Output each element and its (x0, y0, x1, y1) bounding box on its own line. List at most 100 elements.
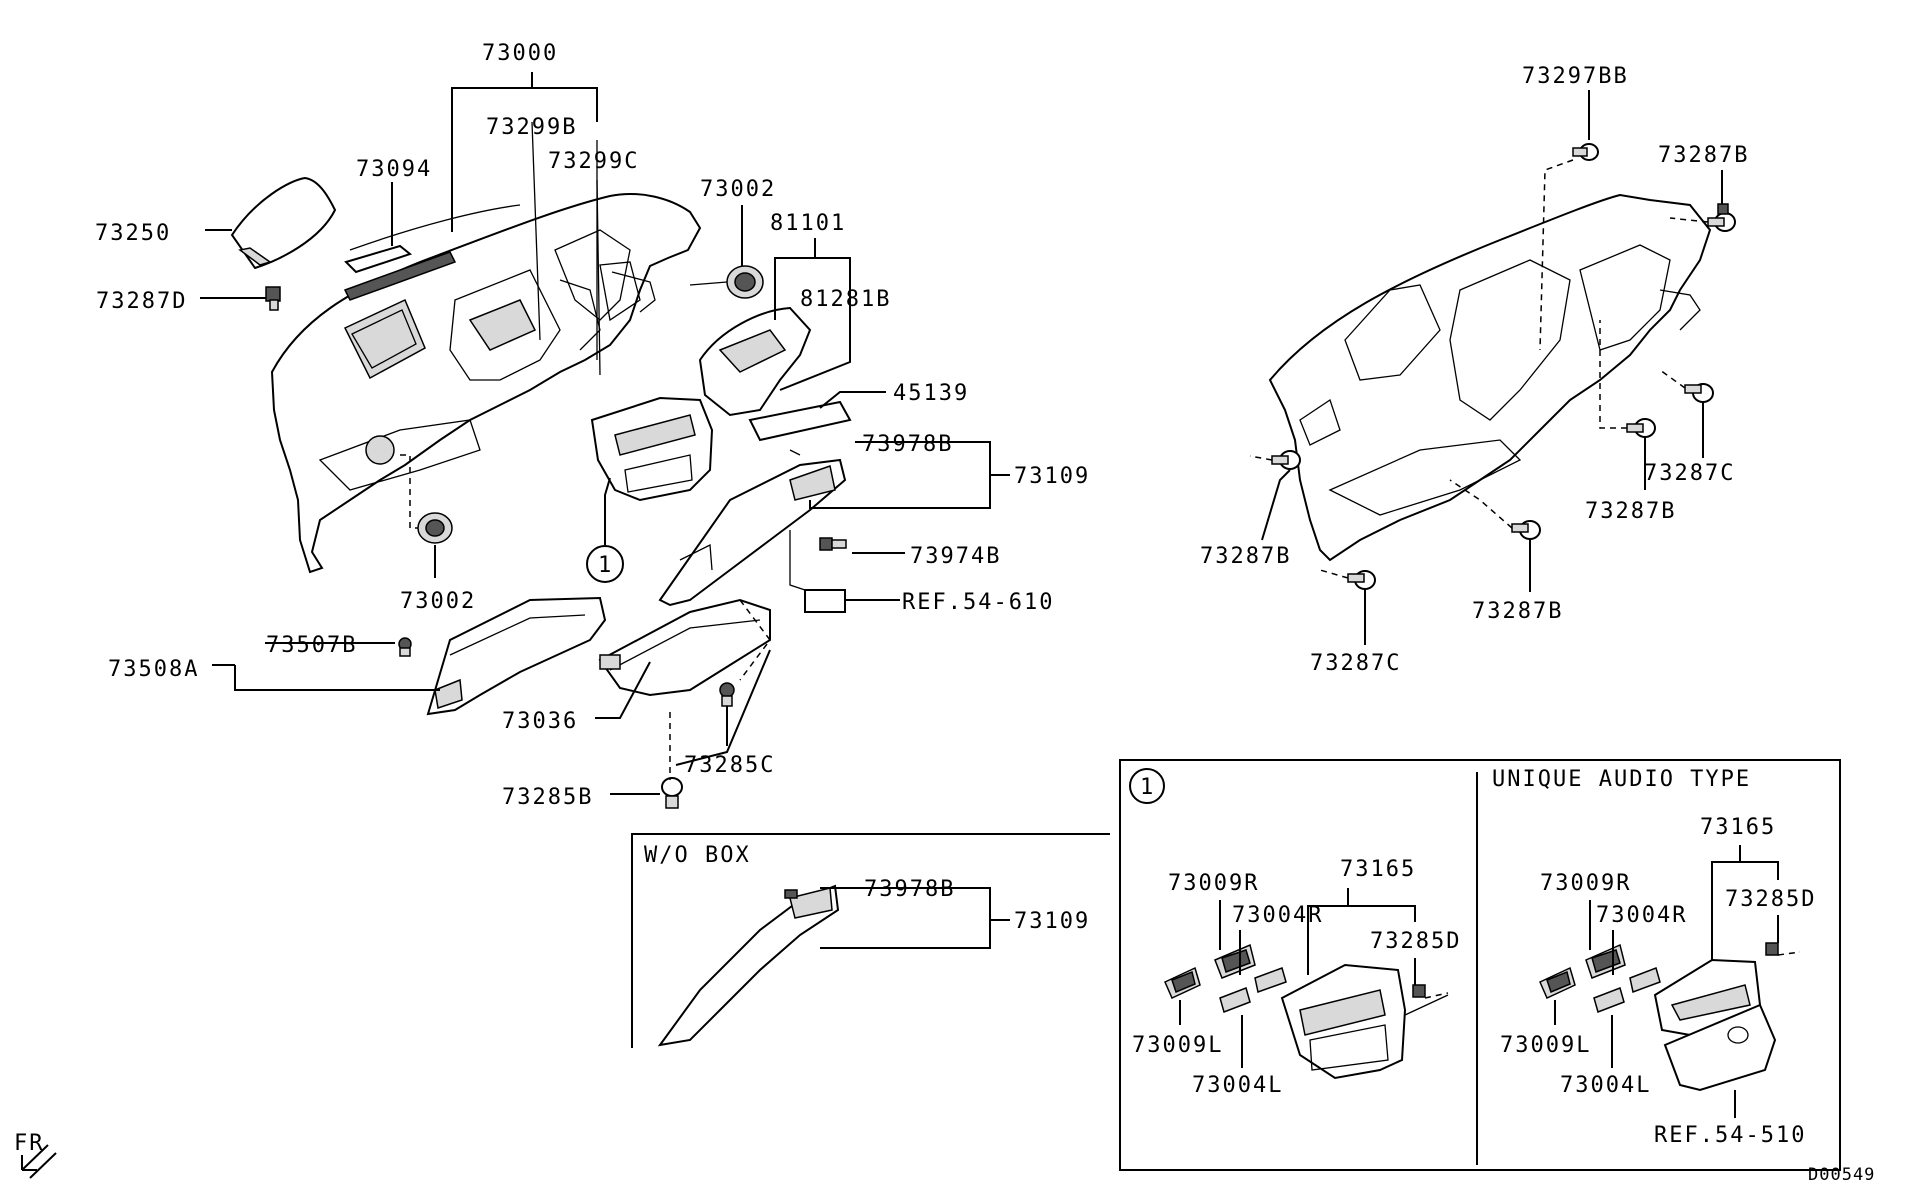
audio-unit-ref-54-510 (1663, 1003, 1777, 1092)
vent-73004R-b (1629, 967, 1661, 994)
label-73002-upper: 73002 (700, 177, 776, 202)
bolt-73297BB (1572, 143, 1599, 161)
callout-1-circle[interactable] (586, 545, 624, 583)
label-73287D: 73287D (96, 289, 187, 314)
part-73507B[interactable] (398, 637, 412, 657)
label-73000: 73000 (482, 41, 558, 66)
callout-1-label: 1 (598, 553, 613, 578)
label-73974B: 73974B (910, 544, 1001, 569)
label-73004R-left: 73004R (1232, 903, 1323, 928)
part-ref-54-610[interactable] (804, 589, 846, 613)
label-73287B-mid: 73287B (1585, 499, 1676, 524)
label-45139: 45139 (893, 381, 969, 406)
part-73974B[interactable] (819, 537, 847, 551)
bolt-73287C-right (1684, 383, 1714, 403)
clip-73285D-a (1412, 984, 1426, 998)
label-81101: 81101 (770, 211, 846, 236)
label-81281B: 81281B (800, 287, 891, 312)
label-73009R-left: 73009R (1168, 871, 1259, 896)
label-73507B: 73507B (266, 633, 357, 658)
clip-73285D-b (1765, 942, 1779, 956)
label-unique-audio-type: UNIQUE AUDIO TYPE (1492, 767, 1751, 792)
inset-right-leaders (1554, 845, 1801, 1118)
label-73109-lower: 73109 (1014, 909, 1090, 934)
leader-lines-main (200, 72, 1010, 795)
label-73009R-right: 73009R (1540, 871, 1631, 896)
vent-73009L-b (1539, 966, 1576, 1000)
vent-73004L-a (1219, 987, 1251, 1013)
part-81281B[interactable] (698, 306, 812, 417)
inset-right-parts[interactable] (1539, 942, 1779, 1092)
label-73009L-right: 73009L (1500, 1033, 1591, 1058)
wo-box-section (631, 833, 1110, 1048)
label-73299C: 73299C (548, 149, 639, 174)
label-73009L-left: 73009L (1132, 1033, 1223, 1058)
label-73297BB: 73297BB (1522, 64, 1629, 89)
label-73165-left: 73165 (1340, 857, 1416, 882)
label-73004L-left: 73004L (1192, 1073, 1283, 1098)
inset-callout-circle (1129, 768, 1165, 804)
inset-callout-label: 1 (1140, 775, 1155, 800)
label-73287C-bottom: 73287C (1310, 651, 1401, 676)
label-73036: 73036 (502, 709, 578, 734)
right-bolts[interactable] (1271, 143, 1736, 590)
part-73094[interactable] (344, 244, 413, 274)
label-fr: FR (14, 1131, 45, 1156)
part-73002-upper[interactable] (726, 265, 764, 299)
part-73109[interactable] (658, 458, 847, 607)
label-73285B: 73285B (502, 785, 593, 810)
part-73002-lower[interactable] (417, 512, 453, 544)
part-73036[interactable] (598, 598, 771, 697)
vent-73004R-a (1254, 967, 1287, 993)
part-45139[interactable] (748, 400, 852, 442)
label-73109-upper: 73109 (1014, 464, 1090, 489)
inset-left-parts[interactable] (1164, 943, 1426, 1080)
label-73287B-bottom: 73287B (1472, 599, 1563, 624)
bolt-73287C-bottom (1347, 570, 1376, 590)
label-73285D-right: 73285D (1725, 887, 1816, 912)
vent-73009R-b (1585, 943, 1626, 979)
instrument-panel-left[interactable] (270, 193, 702, 574)
wo-box-leaders (820, 887, 1010, 949)
label-73004L-right: 73004L (1560, 1073, 1651, 1098)
label-73094: 73094 (356, 157, 432, 182)
label-73299B: 73299B (486, 115, 577, 140)
label-73004R-right: 73004R (1596, 903, 1687, 928)
bolt-73287B-bottom (1511, 520, 1541, 540)
label-ref-54-610: REF.54-610 (902, 590, 1054, 615)
bolt-73287B-mid (1626, 418, 1656, 438)
label-73165-right: 73165 (1700, 815, 1776, 840)
bolt-73287B-left (1271, 450, 1301, 470)
label-ref-54-510: REF.54-510 (1654, 1123, 1806, 1148)
wo-box-part-73109[interactable] (657, 884, 840, 1047)
vent-73009R-a (1214, 943, 1256, 979)
bolt-73287B-top (1707, 203, 1736, 232)
label-73285C: 73285C (684, 753, 775, 778)
label-73287C-right: 73287C (1644, 461, 1735, 486)
label-diagram-id: D00549 (1808, 1165, 1875, 1185)
label-73508A: 73508A (108, 657, 199, 682)
vent-73009L-a (1164, 966, 1201, 1000)
bezel-73165-a (1280, 963, 1407, 1080)
label-73285D-left: 73285D (1370, 929, 1461, 954)
part-labels: 73000 73299B 73094 73299C 73002 81101 73… (14, 41, 1875, 1185)
part-73285B[interactable] (661, 777, 683, 809)
label-73250: 73250 (95, 221, 171, 246)
part-73250[interactable] (230, 176, 337, 270)
label-73002-lower: 73002 (400, 589, 476, 614)
label-73978B-upper: 73978B (862, 432, 953, 457)
instrument-panel-right[interactable] (1268, 193, 1712, 562)
part-73287D[interactable] (265, 286, 281, 311)
label-73287B-left: 73287B (1200, 544, 1291, 569)
front-arrow-icon (21, 1144, 57, 1179)
inset-box (1119, 759, 1841, 1171)
vent-73004L-b (1593, 987, 1625, 1013)
part-center-bezel[interactable] (590, 396, 714, 502)
part-73508A[interactable] (426, 596, 607, 716)
label-73287B-top: 73287B (1658, 143, 1749, 168)
part-73285C[interactable] (719, 682, 735, 707)
inset-left-leaders (1179, 888, 1449, 1068)
leader-lines-right (1249, 90, 1723, 645)
label-wo-box: W/O BOX (644, 843, 751, 868)
